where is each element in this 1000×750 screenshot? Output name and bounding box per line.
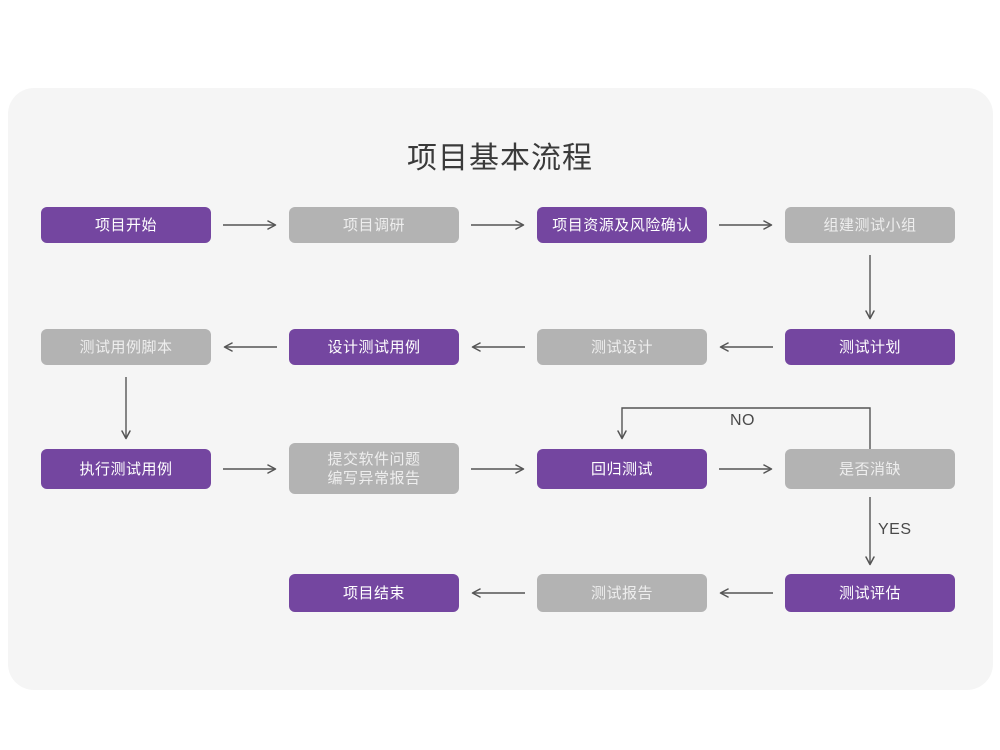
flow-node-n12[interactable]: 是否消缺 (785, 449, 955, 489)
flow-node-n13[interactable]: 项目结束 (289, 574, 459, 612)
flow-node-n15[interactable]: 测试评估 (785, 574, 955, 612)
flow-node-label: 测试用例脚本 (79, 338, 173, 356)
flow-node-label: 提交软件问题 编写异常报告 (327, 450, 421, 487)
edge-label-no: NO (730, 412, 755, 429)
page-title: 项目基本流程 (407, 142, 593, 175)
flow-node-n10[interactable]: 提交软件问题 编写异常报告 (289, 443, 459, 494)
flow-node-label: 项目调研 (342, 216, 405, 234)
flow-node-label: 项目资源及风险确认 (552, 216, 692, 234)
flow-node-label: 是否消缺 (838, 460, 901, 478)
flow-node-n7[interactable]: 测试设计 (537, 329, 707, 365)
flow-node-label: 测试报告 (590, 584, 653, 602)
flow-node-n1[interactable]: 项目开始 (41, 207, 211, 243)
flow-node-label: 测试评估 (838, 584, 901, 602)
flow-node-n4[interactable]: 组建测试小组 (785, 207, 955, 243)
flow-node-label: 设计测试用例 (327, 338, 421, 356)
flow-node-label: 测试计划 (838, 338, 901, 356)
flow-node-n3[interactable]: 项目资源及风险确认 (537, 207, 707, 243)
flow-node-label: 执行测试用例 (79, 460, 173, 478)
flow-node-label: 项目开始 (94, 216, 157, 234)
flow-node-label: 组建测试小组 (823, 216, 917, 234)
flow-node-n2[interactable]: 项目调研 (289, 207, 459, 243)
flow-node-n11[interactable]: 回归测试 (537, 449, 707, 489)
flow-node-label: 项目结束 (342, 584, 405, 602)
flow-node-n5[interactable]: 测试用例脚本 (41, 329, 211, 365)
flow-node-n14[interactable]: 测试报告 (537, 574, 707, 612)
flow-node-n9[interactable]: 执行测试用例 (41, 449, 211, 489)
flow-node-n6[interactable]: 设计测试用例 (289, 329, 459, 365)
flow-node-n8[interactable]: 测试计划 (785, 329, 955, 365)
flow-node-label: 测试设计 (590, 338, 653, 356)
edge-label-yes: YES (878, 521, 912, 538)
flow-node-label: 回归测试 (590, 460, 653, 478)
